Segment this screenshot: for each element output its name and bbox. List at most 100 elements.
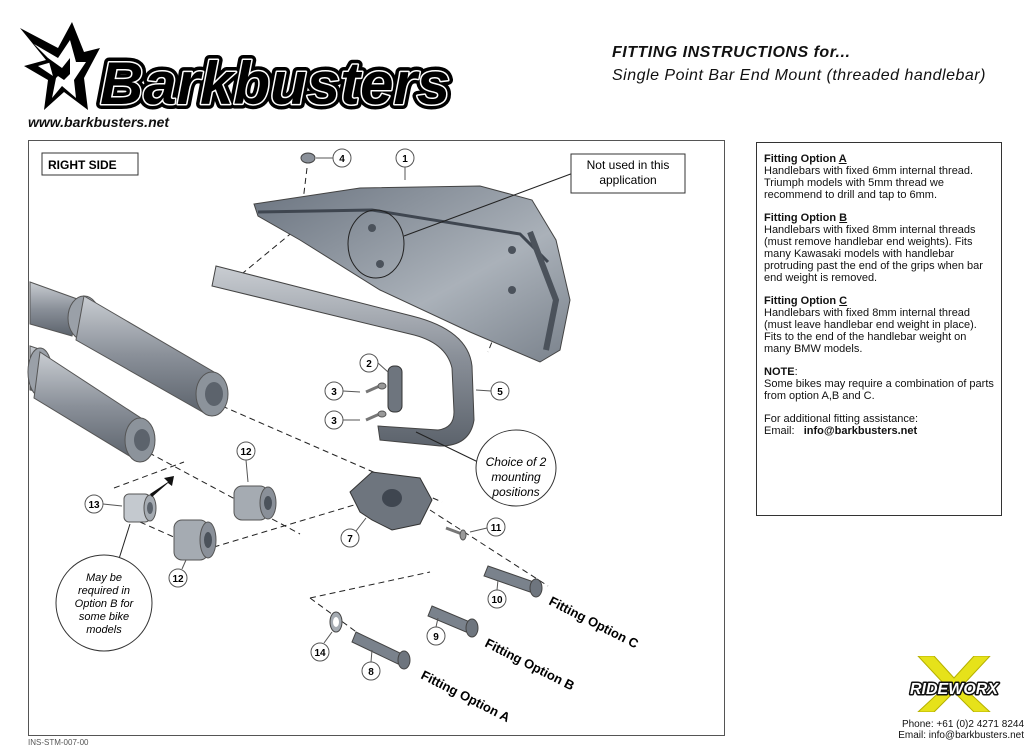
svg-text:3: 3 — [331, 416, 337, 427]
handlebar-lower — [27, 345, 156, 463]
rideworx-logo: RIDEWORX RIDEWORX — [909, 656, 1001, 712]
callout-3b: 3 — [324, 410, 360, 430]
callout-10: 10 — [487, 579, 507, 609]
svg-text:12: 12 — [240, 447, 252, 458]
svg-text:9: 9 — [433, 632, 439, 643]
assist-email-label: Email: — [764, 425, 795, 437]
svg-text:11: 11 — [491, 523, 502, 534]
callout-5: 5 — [475, 381, 510, 401]
svg-text:Barkbusters: Barkbusters — [100, 50, 450, 114]
assist-block: For additional fitting assistance: Email… — [764, 413, 994, 437]
part-9-bolt — [427, 605, 479, 638]
assist-email-row: Email: info@barkbusters.net — [764, 425, 994, 437]
barkbusters-logo: Barkbusters Barkbusters Barkbusters — [20, 22, 454, 114]
choice-leader — [415, 431, 479, 463]
part-7-clamp — [349, 471, 433, 531]
maybe-line4: some bike — [79, 611, 129, 623]
part-12-spacer-lower — [173, 519, 217, 561]
page-subtitle: Single Point Bar End Mount (threaded han… — [612, 67, 986, 84]
callout-14: 14 — [310, 631, 333, 662]
option-c-letter: C — [839, 295, 848, 307]
svg-text:Barkbusters: Barkbusters — [100, 50, 450, 114]
fitting-b-text: Fitting Option B — [483, 635, 577, 693]
option-b-text: Handlebars with fixed 8mm internal threa… — [764, 224, 983, 284]
callout-7: 7 — [340, 517, 367, 548]
note-text: Some bikes may require a combination of … — [764, 378, 994, 402]
callouts: 1 2 3 3 4 5 7 8 9 10 11 12 12 13 14 — [84, 148, 510, 681]
choice-line2: mounting — [491, 470, 541, 484]
option-c-text: Handlebars with fixed 8mm internal threa… — [764, 307, 977, 355]
option-c-prefix: Fitting Option — [764, 295, 840, 307]
callout-9: 9 — [426, 617, 446, 646]
svg-text:4: 4 — [339, 154, 345, 165]
rideworx-wordmark: RIDEWORX — [910, 681, 999, 698]
part-3-screws — [365, 382, 387, 422]
side-label: RIGHT SIDE — [48, 158, 117, 172]
note-title-text: NOTE — [764, 366, 795, 378]
callout-4: 4 — [316, 148, 352, 168]
note-block: NOTE: Some bikes may require a combinati… — [764, 366, 994, 402]
fitting-option-b-label: Fitting Option B — [483, 635, 577, 693]
part-4-screw — [300, 152, 316, 164]
assist-email-link[interactable]: info@barkbusters.net — [803, 425, 918, 437]
fitting-option-c-label: Fitting Option C — [547, 593, 642, 651]
svg-text:14: 14 — [314, 648, 326, 659]
option-b-prefix: Fitting Option — [764, 212, 840, 224]
rideworx-wordmark-outline: RIDEWORX — [910, 681, 999, 698]
note-colon: : — [794, 366, 798, 378]
callout-1: 1 — [395, 148, 415, 180]
callout-3a: 3 — [324, 381, 361, 401]
footer-email[interactable]: Email: info@barkbusters.net — [898, 730, 1024, 741]
note-title: NOTE: — [764, 366, 994, 378]
fitting-c-text: Fitting Option C — [547, 593, 642, 651]
option-a-text: Handlebars with fixed 6mm internal threa… — [764, 165, 974, 201]
part-14-washer — [329, 611, 343, 633]
svg-text:12: 12 — [172, 574, 184, 585]
handguard-part — [253, 185, 571, 363]
guide-lines — [113, 167, 549, 643]
part-12-spacer-upper — [233, 485, 277, 521]
option-a-letter: A — [838, 153, 847, 165]
callout-12b: 12 — [168, 559, 188, 588]
website-url: www.barkbusters.net — [28, 114, 170, 130]
maybe-line5: models — [86, 624, 122, 636]
maybe-leader — [117, 523, 131, 563]
fitting-option-a-label: Fitting Option A — [419, 667, 513, 725]
callout-12a: 12 — [236, 441, 256, 483]
option-b-title: Fitting Option B — [764, 212, 994, 224]
footer-phone: Phone: +61 (0)2 4271 8244 — [901, 719, 1024, 730]
option-a-block: Fitting Option A Handlebars with fixed 6… — [764, 153, 994, 201]
not-used-line1: Not used in this — [587, 158, 670, 172]
svg-text:8: 8 — [368, 667, 374, 678]
svg-text:2: 2 — [366, 359, 372, 370]
part-10-bolt — [483, 565, 543, 598]
part-2-spacer — [387, 365, 403, 413]
direction-arrow — [150, 476, 174, 497]
callout-13: 13 — [84, 494, 123, 514]
maybe-line1: May be — [86, 572, 122, 584]
not-used-box — [570, 153, 686, 194]
maybe-line2: required in — [78, 585, 130, 597]
callout-8: 8 — [361, 649, 381, 681]
not-used-leader — [403, 171, 577, 237]
handlebar-upper — [29, 281, 229, 417]
highlight-circle — [347, 209, 405, 279]
choice-line3: positions — [491, 485, 539, 499]
page-title: FITTING INSTRUCTIONS for... — [612, 44, 851, 61]
svg-text:Barkbusters: Barkbusters — [100, 50, 450, 114]
svg-text:3: 3 — [331, 387, 337, 398]
maybe-bubble — [55, 554, 153, 652]
option-a-prefix: Fitting Option — [764, 153, 839, 165]
drawing-code: INS-STM-007-00 — [28, 738, 89, 747]
fitting-notes-panel: Fitting Option A Handlebars with fixed 6… — [756, 142, 1002, 516]
choice-line1: Choice of 2 — [486, 455, 547, 469]
assist-text: For additional fitting assistance: — [764, 413, 919, 425]
fitting-a-text: Fitting Option A — [419, 667, 513, 725]
part-11-washer — [445, 526, 467, 541]
option-c-title: Fitting Option C — [764, 295, 994, 307]
svg-text:10: 10 — [491, 595, 503, 606]
option-c-block: Fitting Option C Handlebars with fixed 8… — [764, 295, 994, 355]
not-used-line2: application — [599, 173, 656, 187]
svg-text:5: 5 — [497, 387, 503, 398]
